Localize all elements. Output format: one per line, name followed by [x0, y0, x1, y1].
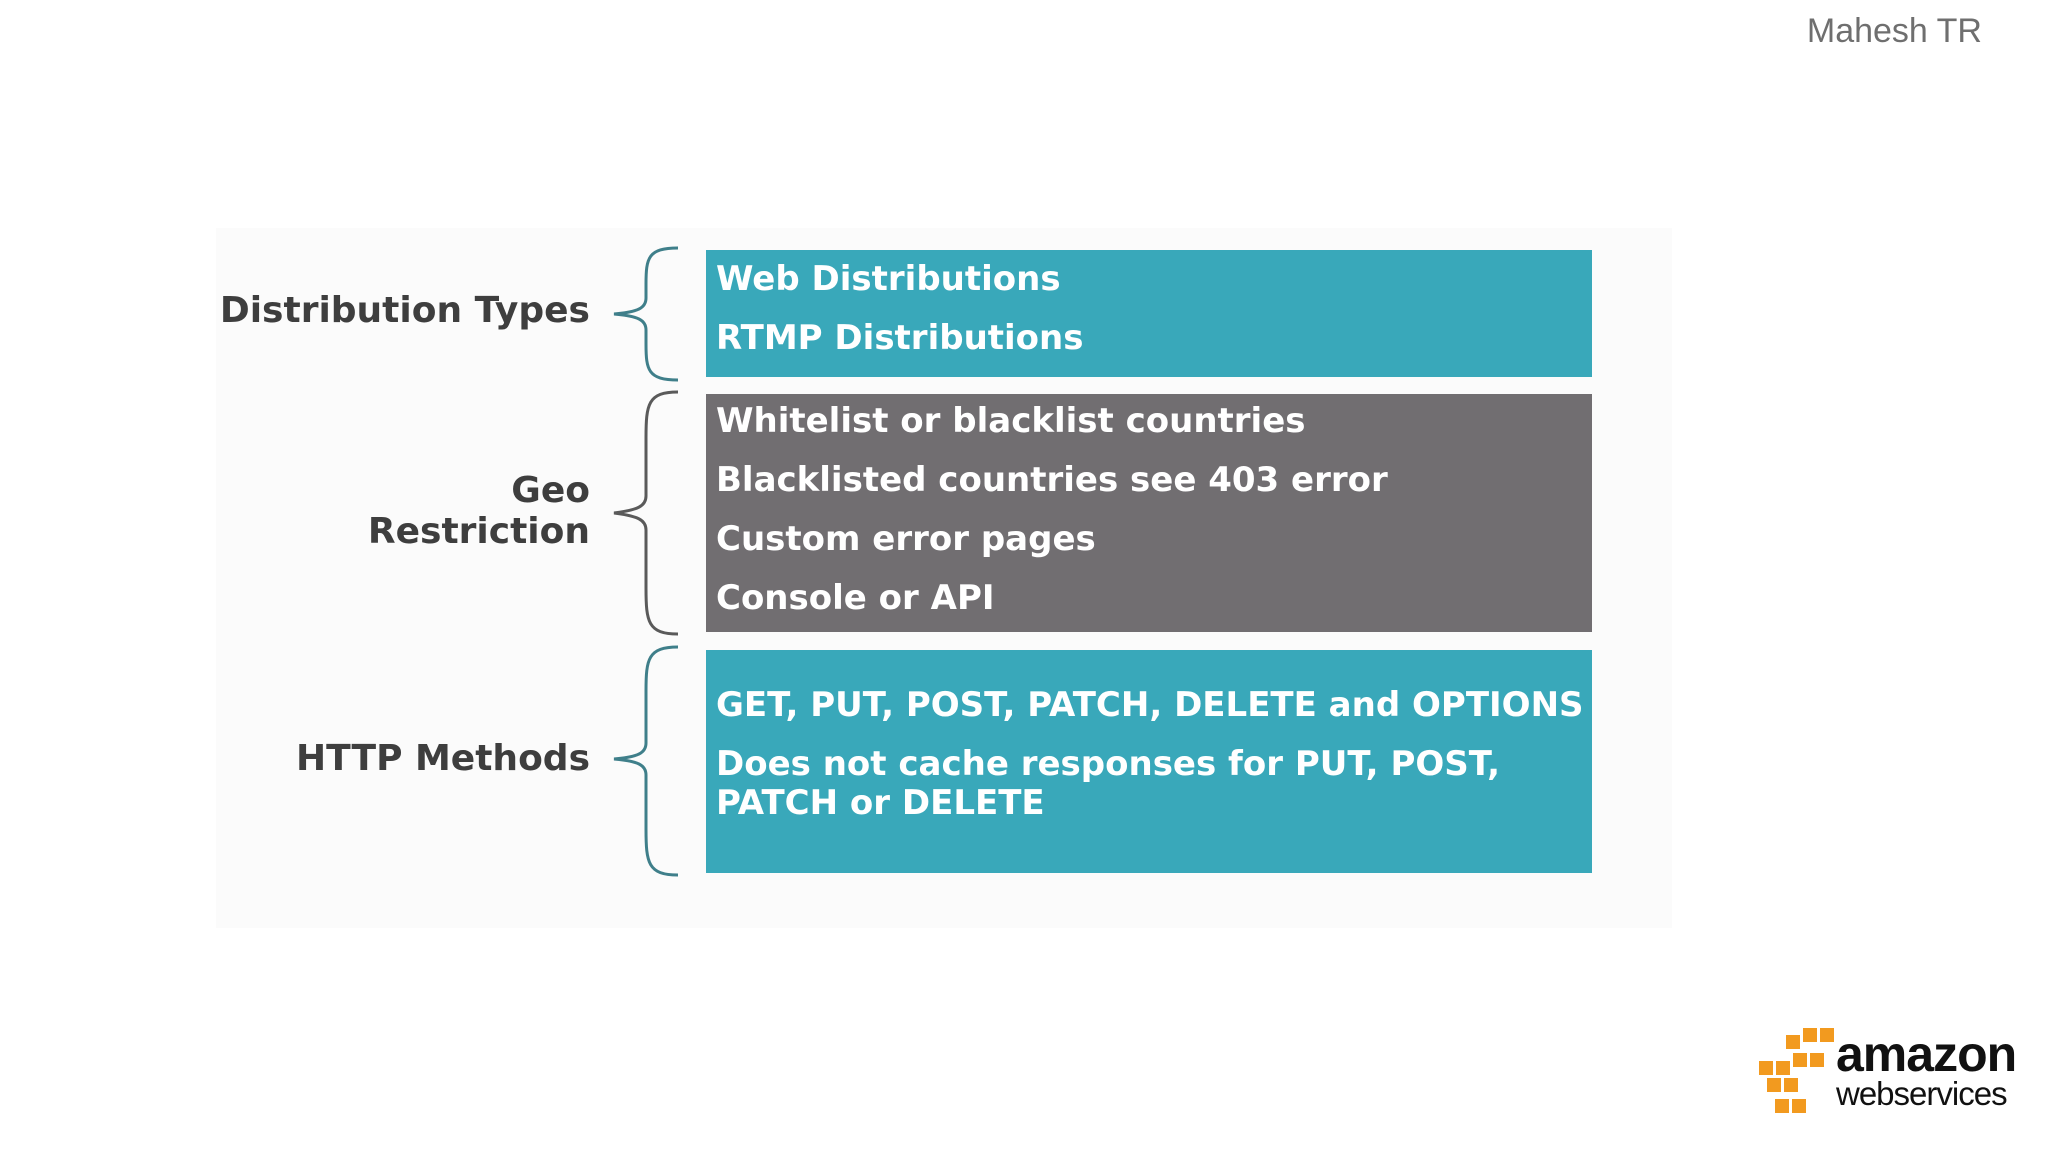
list-item: Web Distributions [716, 259, 1061, 299]
section-label: Distribution Types [219, 290, 590, 331]
list-item: Blacklisted countries see 403 error [716, 460, 1388, 500]
logo-wordmark: amazon [1836, 1026, 2017, 1082]
section-label-line: Geo [511, 470, 590, 511]
list-item: RTMP Distributions [716, 318, 1084, 358]
http-methods-box: GET, PUT, POST, PATCH, DELETE and OPTION… [706, 650, 1592, 873]
distribution-types-box: Web Distributions RTMP Distributions [706, 250, 1592, 377]
list-item: Whitelist or blacklist countries [716, 401, 1306, 441]
curly-brace-icon [613, 246, 679, 382]
list-item: GET, PUT, POST, PATCH, DELETE and OPTION… [716, 685, 1584, 725]
section-label: HTTP Methods [296, 738, 590, 779]
curly-brace-icon [613, 645, 679, 877]
geo-restriction-box: Whitelist or blacklist countries Blackli… [706, 394, 1592, 632]
list-item: Console or API [716, 578, 995, 618]
section-label: Geo Restriction [368, 470, 590, 552]
section-label-line: Restriction [367, 511, 590, 552]
aws-logo: amazon webservices [1756, 1024, 2017, 1124]
aws-cubes-icon [1757, 1026, 1836, 1115]
curly-brace-icon [613, 390, 679, 636]
logo-subtitle: webservices [1836, 1075, 2008, 1112]
author-credit: Mahesh TR [1806, 12, 1982, 50]
list-item: Does not cache responses for PUT, POST, … [716, 744, 1501, 823]
list-item: Custom error pages [716, 519, 1096, 559]
